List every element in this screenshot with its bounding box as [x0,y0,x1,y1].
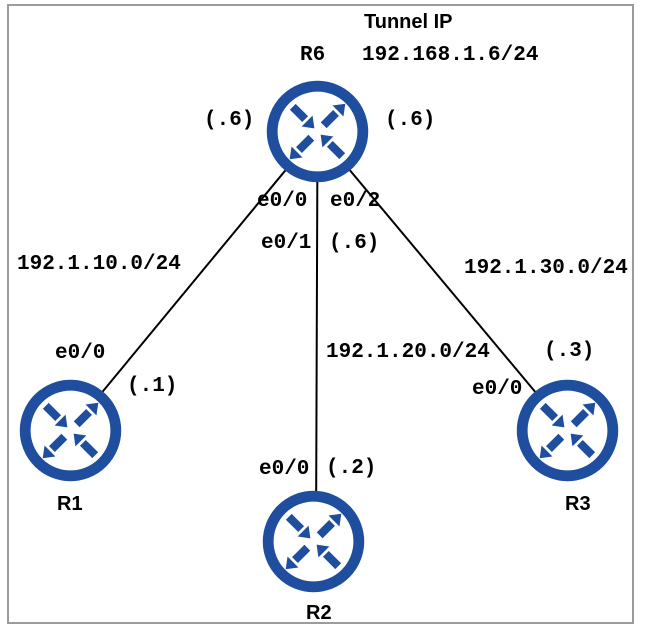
router-icon-r6 [266,80,369,183]
r6-iface-to-r1: e0/0 [257,190,308,213]
r6-tunnel-ip: 192.168.1.6/24 [362,44,539,67]
router-icon-r3 [516,379,619,482]
r6-addr-to-r1: (.6) [204,109,255,132]
r1-iface-label: e0/0 [55,342,106,365]
r2-iface-label: e0/0 [259,458,310,481]
r6-iface-to-r3: e0/2 [330,190,381,213]
diagram-frame [7,4,634,624]
r2-label: R2 [306,602,332,624]
network-label-r3: 192.1.30.0/24 [464,257,628,280]
r2-addr-label: (.2) [326,457,377,480]
router-icon-r1 [19,379,122,482]
r1-label: R1 [57,493,83,515]
link-line-r6-r2 [315,131,319,542]
r6-label: R6 [300,44,326,67]
r3-iface-label: e0/0 [472,378,523,401]
r6-addr-to-r3: (.6) [385,109,436,132]
link-line-r6-r3 [316,130,569,432]
r6-addr-to-r2: (.6) [329,232,380,255]
network-label-r2: 192.1.20.0/24 [326,341,490,364]
r1-addr-label: (.1) [127,375,178,398]
r3-addr-label: (.3) [544,340,595,363]
network-label-r1: 192.1.10.0/24 [17,253,181,276]
tunnel-ip-title: Tunnel IP [364,11,453,33]
router-icon-r2 [262,490,365,593]
r6-iface-to-r2: e0/1 [261,232,312,255]
link-line-r6-r1 [69,130,319,432]
r3-label: R3 [565,493,591,515]
